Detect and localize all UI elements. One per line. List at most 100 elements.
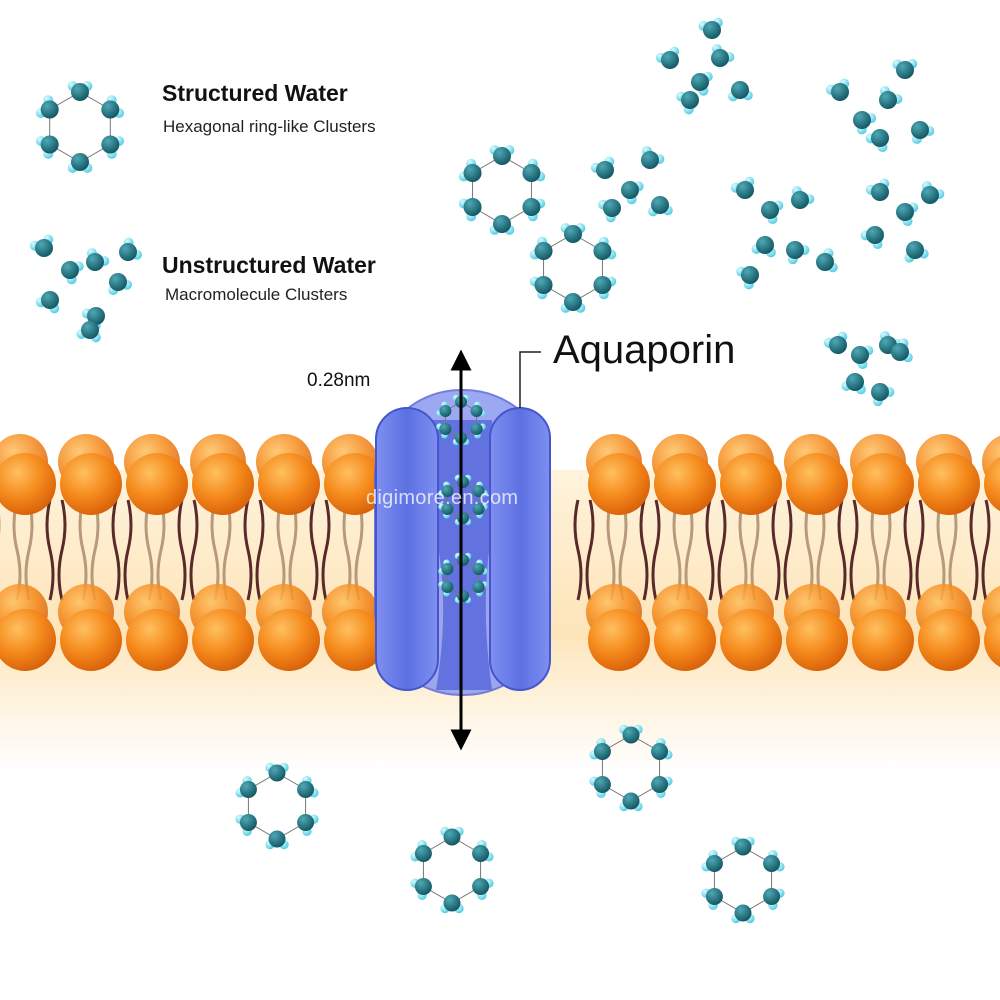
water-molecule	[438, 581, 454, 597]
water-molecule	[470, 423, 486, 439]
oxygen-atom	[441, 581, 454, 593]
water-molecule	[35, 135, 59, 159]
hydrogen-bond-ring	[472, 155, 532, 225]
water-molecule	[489, 145, 515, 165]
oxygen-atom	[681, 91, 699, 109]
unstructured-water-cluster	[590, 146, 673, 223]
oxygen-atom	[564, 293, 582, 311]
water-molecule	[911, 121, 935, 144]
water-molecule	[265, 830, 289, 850]
oxygen-atom	[846, 373, 864, 391]
oxygen-atom	[472, 503, 485, 515]
lipid-tail	[585, 499, 595, 601]
oxygen-atom	[691, 73, 709, 91]
aquaporin-right-helix	[489, 407, 551, 691]
oxygen-atom	[457, 554, 469, 566]
water-molecule	[35, 95, 59, 119]
lipid-tail	[639, 499, 649, 601]
oxygen-atom	[463, 198, 482, 216]
water-molecule	[691, 71, 713, 96]
structured-water-ring	[529, 223, 617, 313]
water-molecule	[648, 196, 673, 217]
water-molecule	[701, 888, 723, 911]
water-molecule	[651, 776, 673, 799]
water-molecule	[410, 839, 432, 862]
oxygen-atom	[297, 781, 315, 798]
water-molecule	[731, 904, 755, 924]
lipid-tail	[189, 499, 199, 601]
lipid-tail	[111, 499, 121, 601]
lipid-head	[588, 609, 650, 671]
oxygen-atom	[756, 236, 774, 254]
water-molecule	[589, 776, 611, 799]
water-molecule	[265, 762, 289, 782]
lipid-tail	[903, 499, 913, 601]
lipid-tail	[969, 499, 979, 601]
oxygen-atom	[493, 215, 511, 233]
water-molecule	[891, 338, 913, 363]
lipid-head	[324, 453, 386, 515]
water-molecule	[440, 894, 464, 914]
water-molecule	[590, 156, 615, 179]
water-molecule	[560, 293, 586, 313]
lipid-head	[654, 453, 716, 515]
lipid-head	[786, 609, 848, 671]
lipid-head	[258, 609, 320, 671]
oxygen-atom	[564, 225, 582, 243]
oxygen-atom	[239, 814, 257, 831]
oxygen-atom	[414, 845, 432, 862]
structured-water-title: Structured Water	[162, 80, 348, 106]
lipid-tail	[717, 499, 727, 601]
lipid-tail	[783, 499, 793, 601]
oxygen-atom	[441, 503, 454, 515]
oxygen-atom	[472, 485, 485, 497]
water-molecule	[529, 236, 553, 260]
water-molecule	[761, 200, 784, 225]
unstructured-water-cluster	[860, 178, 945, 263]
lipid-tail	[849, 499, 859, 601]
water-molecule	[593, 276, 617, 300]
oxygen-atom	[853, 111, 871, 129]
water-molecule	[791, 186, 815, 209]
oxygen-atom	[457, 590, 469, 602]
water-molecule	[438, 503, 454, 519]
oxygen-atom	[896, 61, 914, 79]
oxygen-atom	[472, 581, 485, 593]
water-molecule	[458, 158, 482, 182]
water-molecule	[896, 202, 919, 227]
oxygen-atom	[741, 266, 759, 284]
oxygen-atom	[622, 792, 640, 810]
oxygen-atom	[906, 241, 924, 259]
water-molecule	[860, 226, 884, 250]
water-molecule	[825, 78, 850, 101]
oxygen-atom	[791, 191, 809, 209]
water-molecule	[651, 737, 673, 760]
lipid-tail	[573, 499, 583, 601]
oxygen-atom	[522, 198, 541, 216]
lipid-head	[588, 453, 650, 515]
water-molecule	[472, 581, 488, 597]
water-molecule	[472, 559, 488, 575]
oxygen-atom	[534, 276, 553, 294]
oxygen-atom	[593, 743, 611, 760]
water-molecule	[529, 276, 553, 300]
water-molecule	[619, 792, 643, 812]
water-molecule	[101, 95, 125, 119]
water-molecule	[589, 737, 611, 760]
oxygen-atom	[911, 121, 929, 139]
lipid-head	[918, 609, 980, 671]
water-molecule	[921, 181, 945, 204]
oxygen-atom	[439, 423, 452, 435]
oxygen-atom	[831, 83, 849, 101]
water-molecule	[711, 44, 735, 67]
lipid-tail	[243, 499, 253, 601]
water-molecule	[786, 241, 810, 265]
oxygen-atom	[641, 151, 659, 169]
oxygen-atom	[414, 878, 432, 895]
oxygen-atom	[891, 343, 909, 361]
water-molecule	[440, 826, 464, 846]
oxygen-atom	[522, 164, 541, 182]
oxygen-atom	[443, 894, 461, 912]
lipid-head	[0, 453, 56, 515]
